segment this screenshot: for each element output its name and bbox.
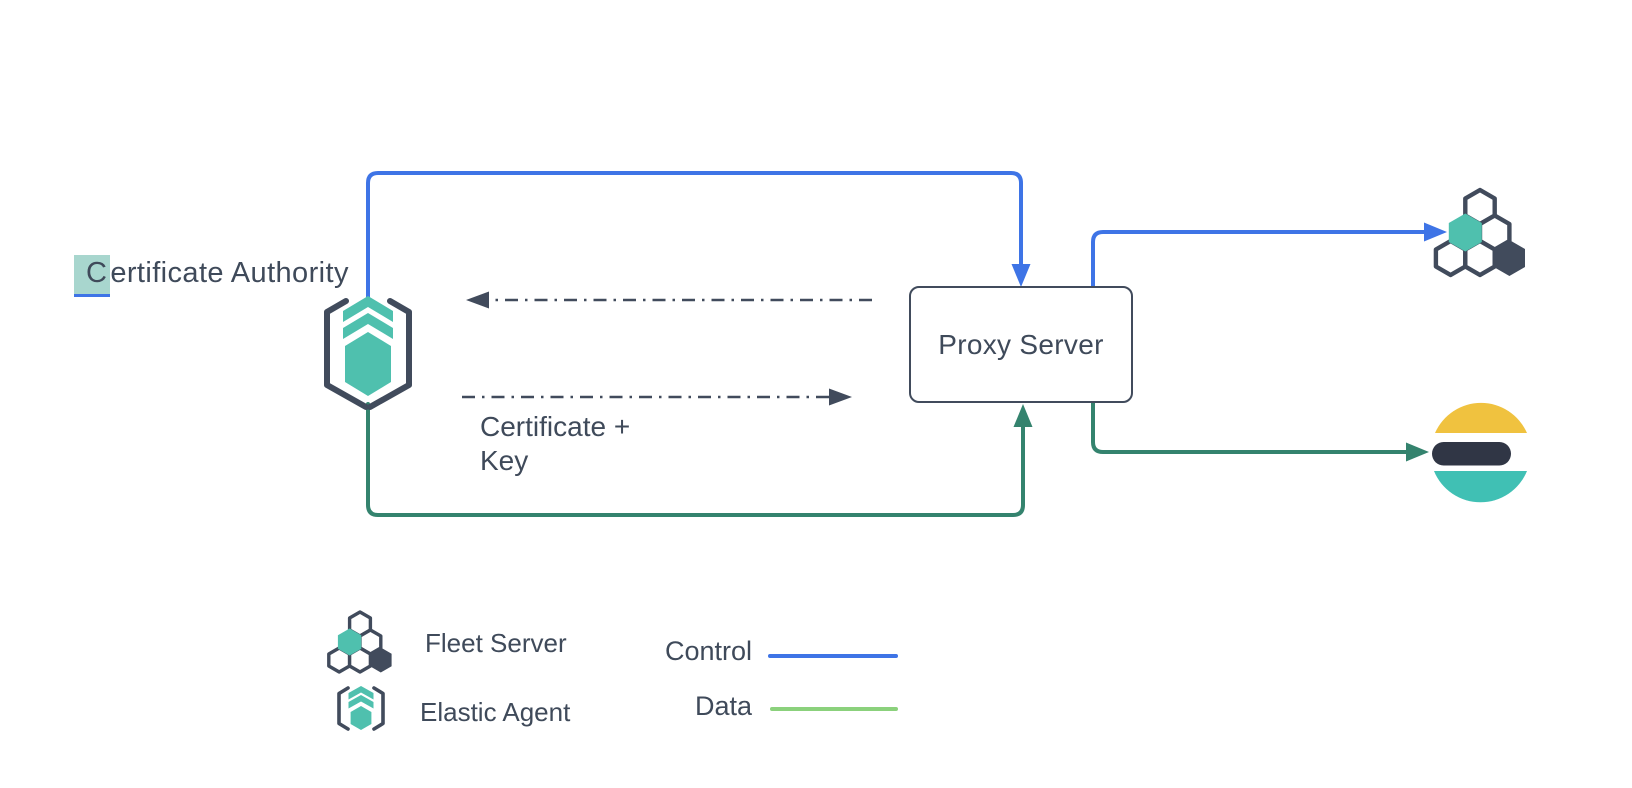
control-arrowhead-proxy-top-icon xyxy=(1011,264,1031,287)
legend-control-line xyxy=(768,654,898,658)
proxy-server-node: Proxy Server xyxy=(909,286,1133,403)
legend-elastic-agent-icon xyxy=(337,686,385,731)
agent-hexagon xyxy=(345,332,391,396)
legend-elastic-agent-label: Elastic Agent xyxy=(420,697,571,727)
legend-agent-chevron-bottom-icon xyxy=(348,695,374,709)
data-arrowhead-proxy-bottom-icon xyxy=(1013,404,1033,427)
legend-control-label: Control xyxy=(664,636,752,666)
agent-chevron-top-icon xyxy=(343,296,393,322)
legend-fleet-hex-dark xyxy=(370,647,392,673)
agent-outline-right xyxy=(367,298,412,410)
elasticsearch-top-arc xyxy=(1435,402,1527,433)
agent-chevron-bottom-icon xyxy=(343,313,393,339)
control-path-agent-to-proxy xyxy=(366,171,1023,301)
legend-agent-bracket-left xyxy=(337,686,350,731)
certificate-key-label: Certificate + Key xyxy=(480,411,631,476)
text-selection-highlight: C xyxy=(74,255,111,297)
certificate-authority-label-rest: ertificate Authority xyxy=(110,257,349,289)
data-path-agent-to-proxy xyxy=(366,402,1025,517)
legend-agent-bracket-right xyxy=(372,686,385,731)
fleet-server-icon xyxy=(1433,187,1525,278)
control-path-proxy-to-fleet xyxy=(1091,230,1428,290)
elastic-agent-icon xyxy=(324,296,412,410)
data-path-proxy-to-elasticsearch xyxy=(1091,401,1410,454)
legend-data-label: Data xyxy=(694,691,752,721)
agent-outline-left xyxy=(324,298,369,410)
certificate-dashdot-arrowhead-left-icon xyxy=(466,291,489,309)
legend-fleet-server-icon xyxy=(327,610,392,674)
legend-data-line xyxy=(770,707,898,711)
proxy-server-label: Proxy Server xyxy=(938,328,1104,360)
legend-agent-chevron-top-icon xyxy=(348,686,374,700)
fleet-hex-teal xyxy=(1448,213,1482,252)
fleet-hex-dark xyxy=(1493,240,1525,276)
certificate-key-dashdot-arrowhead-right-icon xyxy=(829,388,852,406)
legend-fleet-server-label: Fleet Server xyxy=(425,628,567,658)
legend-agent-hexagon xyxy=(350,706,372,730)
elasticsearch-middle-bar xyxy=(1432,442,1511,466)
elasticsearch-bottom-arc xyxy=(1434,471,1527,503)
control-arrowhead-fleet-icon xyxy=(1424,222,1447,242)
data-arrowhead-elasticsearch-icon xyxy=(1406,442,1429,462)
legend-fleet-hex-teal xyxy=(337,628,362,656)
elasticsearch-icon xyxy=(1432,402,1527,503)
